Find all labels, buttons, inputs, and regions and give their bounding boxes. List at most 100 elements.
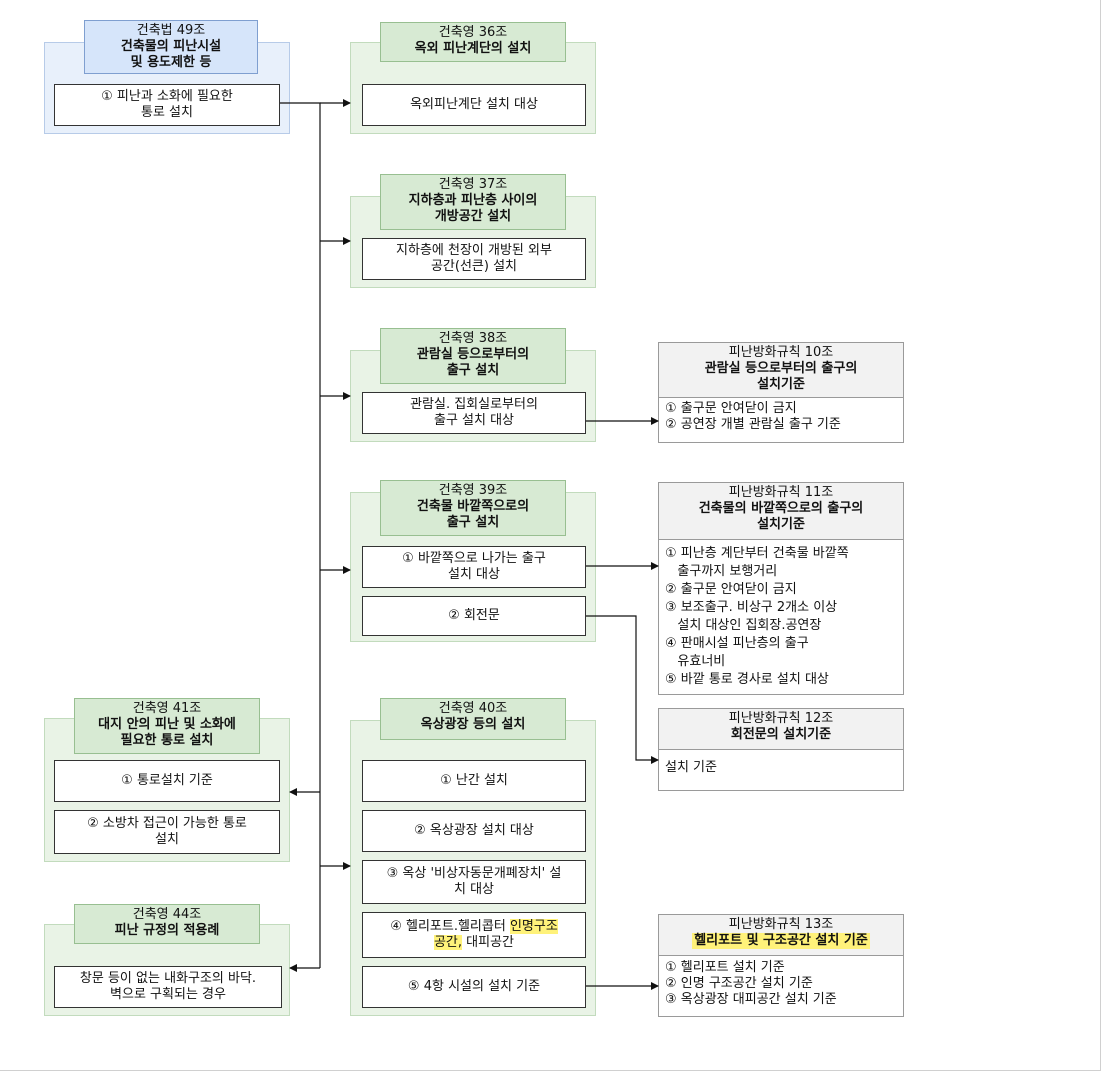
dec37-ref: 건축영 37조	[438, 177, 508, 192]
dec39-ref: 건축영 39조	[438, 483, 508, 498]
rule13-title-1: 헬리포트 및 구조공간 설치 기준	[692, 933, 870, 949]
dec40-item-3-line-1: ③ 옥상 '비상자동문개폐장치' 설	[386, 866, 562, 881]
rule11-line-2: 출구까지 보행거리	[665, 564, 778, 579]
dec41-title-2: 필요한 통로 설치	[120, 733, 214, 748]
dec38-header: 건축영 38조 관람실 등으로부터의 출구 설치	[380, 328, 566, 384]
dec36-header: 건축영 36조 옥외 피난계단의 설치	[380, 22, 566, 62]
dec38-title-1: 관람실 등으로부터의	[416, 347, 530, 362]
dec41-item-2: ② 소방차 접근이 가능한 통로 설치	[54, 810, 280, 854]
dec36-item-1: 옥외피난계단 설치 대상	[362, 84, 586, 126]
dec40-item-3: ③ 옥상 '비상자동문개폐장치' 설 치 대상	[362, 860, 586, 904]
law49-title-2: 및 용도제한 등	[130, 55, 212, 70]
rule11-line-4: ③ 보조출구. 비상구 2개소 이상	[665, 600, 838, 615]
dec40-item-4: ④ 헬리포트.헬리콥터 인명구조 공간, 대피공간	[362, 912, 586, 958]
dec40-item-3-line-2: 치 대상	[453, 882, 494, 897]
law49-item-line-2: 통로 설치	[141, 105, 193, 120]
dec38-item-1-line-2: 출구 설치 대상	[433, 413, 515, 428]
dec40-item-1: ① 난간 설치	[362, 760, 586, 802]
rule11-line-6: ④ 판매시설 피난층의 출구	[665, 636, 809, 651]
dec39-title-2: 출구 설치	[446, 515, 500, 530]
dec41-ref: 건축영 41조	[132, 701, 202, 716]
dec44-ref: 건축영 44조	[132, 907, 202, 922]
dec37-item-1: 지하층에 천장이 개방된 외부 공간(선큰) 설치	[362, 238, 586, 280]
dec37-title-1: 지하층과 피난층 사이의	[408, 193, 538, 208]
dec41-header: 건축영 41조 대지 안의 피난 및 소화에 필요한 통로 설치	[74, 698, 260, 754]
arrow-to-rule12	[586, 615, 659, 764]
dec40-item-4-text-d: 대피공간	[462, 935, 515, 950]
rule13-list: ① 헬리포트 설치 기준 ② 인명 구조공간 설치 기준 ③ 옥상광장 대피공간…	[658, 955, 904, 1017]
rule10-line-1: ① 출구문 안여닫이 금지	[665, 401, 797, 416]
rule12-ref: 피난방화규칙 12조	[728, 711, 834, 726]
dec37-title-2: 개방공간 설치	[434, 209, 512, 224]
dec39-item-2: ② 회전문	[362, 596, 586, 636]
dec40-item-5-text: ⑤ 4항 시설의 설치 기준	[407, 979, 541, 994]
rule10-title-2: 설치기준	[757, 377, 805, 392]
law49-item-line-1: ① 피난과 소화에 필요한	[101, 89, 233, 104]
dec38-ref: 건축영 38조	[438, 331, 508, 346]
rule10-ref: 피난방화규칙 10조	[728, 345, 834, 360]
dec39-title-1: 건축물 바깥쪽으로의	[416, 499, 530, 514]
dec41-item-1-text: ① 통로설치 기준	[121, 773, 213, 788]
dec44-header: 건축영 44조 피난 규정의 적용례	[74, 904, 260, 944]
dec40-item-4-text-a: ④ 헬리포트.헬리콥터	[390, 919, 510, 934]
rule13-header: 피난방화규칙 13조 헬리포트 및 구조공간 설치 기준	[658, 914, 904, 956]
dec38-item-1-line-1: 관람실. 집회실로부터의	[410, 397, 538, 412]
dec39-item-1: ① 바깥쪽으로 나가는 출구 설치 대상	[362, 546, 586, 588]
rule12-title-1: 회전문의 설치기준	[730, 727, 832, 742]
dec41-title-1: 대지 안의 피난 및 소화에	[98, 717, 236, 732]
dec44-item-1-line-1: 창문 등이 없는 내화구조의 바닥.	[79, 971, 257, 986]
dec40-item-5: ⑤ 4항 시설의 설치 기준	[362, 966, 586, 1008]
dec37-item-1-line-1: 지하층에 천장이 개방된 외부	[396, 243, 552, 258]
rule11-line-3: ② 출구문 안여닫이 금지	[665, 582, 797, 597]
law49-title-1: 건축물의 피난시설	[120, 39, 222, 54]
dec41-item-1: ① 통로설치 기준	[54, 760, 280, 802]
dec39-header: 건축영 39조 건축물 바깥쪽으로의 출구 설치	[380, 480, 566, 536]
dec36-ref: 건축영 36조	[438, 25, 508, 40]
rule11-line-5: 설치 대상인 집회장.공연장	[665, 618, 822, 633]
dec40-item-4-highlight-a: 인명구조	[509, 919, 558, 934]
rule11-line-1: ① 피난층 계단부터 건축물 바깥쪽	[665, 546, 849, 561]
law49-header: 건축법 49조 건축물의 피난시설 및 용도제한 등	[84, 20, 258, 74]
rule13-line-1: ① 헬리포트 설치 기준	[665, 960, 785, 975]
dec40-item-4-highlight-b: 공간,	[433, 935, 463, 950]
rule13-line-3: ③ 옥상광장 대피공간 설치 기준	[665, 992, 837, 1007]
rule11-title-2: 설치기준	[757, 517, 805, 532]
rule10-line-2: ② 공연장 개별 관람실 출구 기준	[665, 417, 841, 432]
rule11-ref: 피난방화규칙 11조	[728, 485, 834, 500]
dec38-item-1: 관람실. 집회실로부터의 출구 설치 대상	[362, 392, 586, 434]
dec37-item-1-line-2: 공간(선큰) 설치	[430, 259, 518, 274]
rule12-list: 설치 기준	[658, 749, 904, 791]
rule11-list: ① 피난층 계단부터 건축물 바깥쪽 출구까지 보행거리 ② 출구문 안여닫이 …	[658, 539, 904, 695]
rule13-line-2: ② 인명 구조공간 설치 기준	[665, 976, 813, 991]
dec40-header: 건축영 40조 옥상광장 등의 설치	[380, 698, 566, 740]
dec44-item-1-line-2: 벽으로 구획되는 경우	[110, 987, 226, 1002]
rule10-title-1: 관람실 등으로부터의 출구의	[704, 361, 858, 376]
rule11-line-7: 유효너비	[665, 654, 726, 669]
rule11-header: 피난방화규칙 11조 건축물의 바깥쪽으로의 출구의 설치기준	[658, 482, 904, 540]
dec39-item-1-line-2: 설치 대상	[448, 567, 500, 582]
dec44-title-1: 피난 규정의 적용례	[114, 923, 220, 938]
dec36-item-1-text: 옥외피난계단 설치 대상	[410, 97, 538, 112]
law49-item: ① 피난과 소화에 필요한 통로 설치	[54, 84, 280, 126]
dec40-item-1-text: ① 난간 설치	[440, 773, 508, 788]
rule11-line-8: ⑤ 바깥 통로 경사로 설치 대상	[665, 672, 829, 687]
dec39-item-1-line-1: ① 바깥쪽으로 나가는 출구	[402, 551, 546, 566]
dec41-item-2-line-1: ② 소방차 접근이 가능한 통로	[87, 816, 247, 831]
dec39-item-2-text: ② 회전문	[448, 608, 500, 623]
trunk-line	[280, 102, 321, 968]
dec38-title-2: 출구 설치	[446, 363, 500, 378]
rule10-header: 피난방화규칙 10조 관람실 등으로부터의 출구의 설치기준	[658, 342, 904, 398]
dec40-item-2: ② 옥상광장 설치 대상	[362, 810, 586, 852]
dec36-title-1: 옥외 피난계단의 설치	[414, 41, 532, 56]
dec40-title-1: 옥상광장 등의 설치	[420, 717, 526, 732]
dec41-item-2-line-2: 설치	[155, 832, 179, 847]
dec40-ref: 건축영 40조	[438, 701, 508, 716]
dec44-item-1: 창문 등이 없는 내화구조의 바닥. 벽으로 구획되는 경우	[54, 966, 282, 1008]
rule13-ref: 피난방화규칙 13조	[728, 917, 834, 932]
dec37-header: 건축영 37조 지하층과 피난층 사이의 개방공간 설치	[380, 174, 566, 230]
dec40-item-2-text: ② 옥상광장 설치 대상	[414, 823, 534, 838]
rule10-list: ① 출구문 안여닫이 금지 ② 공연장 개별 관람실 출구 기준	[658, 397, 904, 443]
rule12-line-1: 설치 기준	[665, 760, 717, 775]
